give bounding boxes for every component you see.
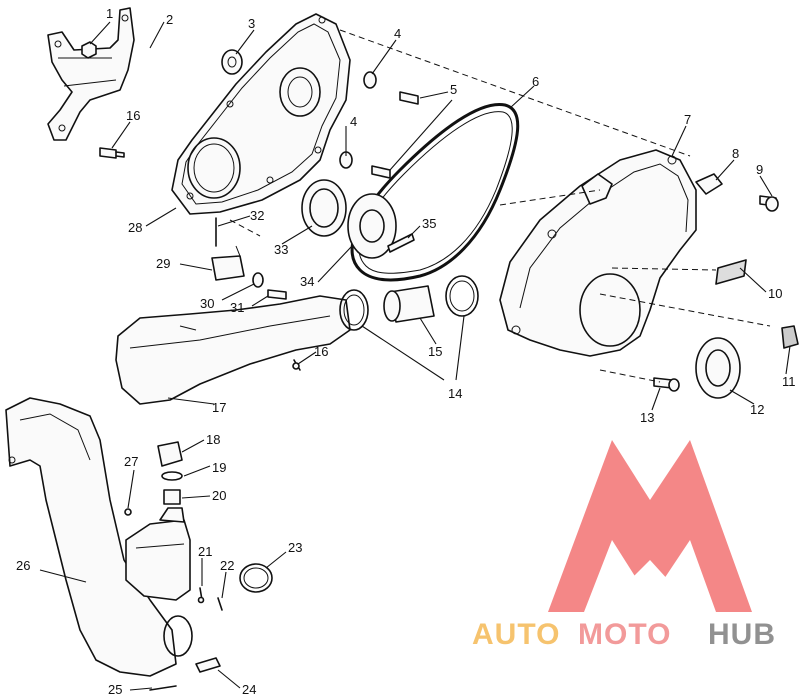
callout-8: 8 xyxy=(732,146,739,161)
hose-part-25 xyxy=(149,685,177,691)
callout-34: 34 xyxy=(300,274,314,289)
clamp-part-23 xyxy=(239,563,273,593)
callout-28: 28 xyxy=(128,220,142,235)
hose-part-24 xyxy=(195,657,221,673)
callout-26: 26 xyxy=(16,558,30,573)
callout-27: 27 xyxy=(124,454,138,469)
decal-part-10 xyxy=(715,259,747,285)
callout-6: 6 xyxy=(532,74,539,89)
callout-15: 15 xyxy=(428,344,442,359)
watermark-brand-moto: MOTO xyxy=(578,618,671,651)
screw-part-16-lower xyxy=(292,359,301,371)
callout-21: 21 xyxy=(198,544,212,559)
bolt-part-16-upper xyxy=(99,147,125,159)
callout-1: 1 xyxy=(106,6,113,21)
clip-part-8 xyxy=(695,173,723,195)
bolt-part-5-upper xyxy=(399,91,419,105)
bolt-part-13 xyxy=(653,377,680,392)
callout-31: 31 xyxy=(230,300,244,315)
callout-33: 33 xyxy=(274,242,288,257)
watermark-inner-cut-icon xyxy=(606,560,690,604)
callout-16-lower: 16 xyxy=(314,344,328,359)
callout-20: 20 xyxy=(212,488,226,503)
air-duct-part-17 xyxy=(115,295,351,405)
watermark-triangle-icon xyxy=(548,440,752,612)
callout-25: 25 xyxy=(108,682,122,697)
callout-23: 23 xyxy=(288,540,302,555)
callout-7: 7 xyxy=(684,112,691,127)
callout-11: 11 xyxy=(782,374,796,389)
watermark-brand-hub: HUB xyxy=(708,618,776,651)
callout-10: 10 xyxy=(768,286,782,301)
callout-5: 5 xyxy=(450,82,457,97)
callout-12: 12 xyxy=(750,402,764,417)
fitting-part-20 xyxy=(163,489,181,505)
callout-30: 30 xyxy=(200,296,214,311)
callout-32: 32 xyxy=(250,208,264,223)
bracket-part-29 xyxy=(211,245,245,281)
cap-part-18 xyxy=(157,441,183,467)
decal-part-11 xyxy=(781,325,799,349)
callout-4-lower: 4 xyxy=(350,114,357,129)
callout-2: 2 xyxy=(166,12,173,27)
callout-13: 13 xyxy=(640,410,654,425)
clamp-part-14-right xyxy=(445,275,479,317)
washer-part-3 xyxy=(221,49,243,75)
reservoir-tank xyxy=(125,507,191,601)
bolt-part-9 xyxy=(759,195,779,212)
outer-drive-cover xyxy=(499,149,697,357)
watermark-logo: AUTO MOTO HUB xyxy=(472,440,776,651)
callout-9: 9 xyxy=(756,162,763,177)
washer-part-30 xyxy=(252,272,264,288)
coupler-part-15 xyxy=(383,285,435,323)
bolt-part-35 xyxy=(387,233,415,253)
washer-part-4-upper xyxy=(363,71,377,89)
callout-35: 35 xyxy=(422,216,436,231)
seal-part-33 xyxy=(301,179,347,237)
bolt-part-5-lower xyxy=(371,165,391,179)
drive-belt xyxy=(350,102,520,282)
callout-17: 17 xyxy=(212,400,226,415)
callout-29: 29 xyxy=(156,256,170,271)
callout-18: 18 xyxy=(206,432,220,447)
screw-part-27 xyxy=(124,508,132,516)
callout-3: 3 xyxy=(248,16,255,31)
gasket-part-12 xyxy=(695,337,741,399)
bolt-part-31 xyxy=(267,289,287,300)
clamp-part-14-left xyxy=(339,289,369,331)
callout-4-upper: 4 xyxy=(394,26,401,41)
callout-labels: 1 2 3 4 4 5 6 7 8 9 10 11 12 13 14 15 16… xyxy=(16,6,796,697)
leader-lines xyxy=(39,21,791,691)
mounting-bracket xyxy=(47,7,135,141)
nut-part-1 xyxy=(81,41,97,59)
callout-16-upper: 16 xyxy=(126,108,140,123)
screw-part-21 xyxy=(197,587,205,604)
callout-24: 24 xyxy=(242,682,256,697)
alignment-lines xyxy=(229,29,771,383)
inner-drive-cover xyxy=(171,13,351,215)
callout-19: 19 xyxy=(212,460,226,475)
watermark-brand-auto: AUTO xyxy=(472,618,560,651)
screw-part-22 xyxy=(217,597,223,611)
pipe-part-26 xyxy=(5,397,193,677)
callout-22: 22 xyxy=(220,558,234,573)
callout-14: 14 xyxy=(448,386,462,401)
o-ring-part-19 xyxy=(161,471,183,481)
bearing-plate-part-34 xyxy=(347,193,397,259)
